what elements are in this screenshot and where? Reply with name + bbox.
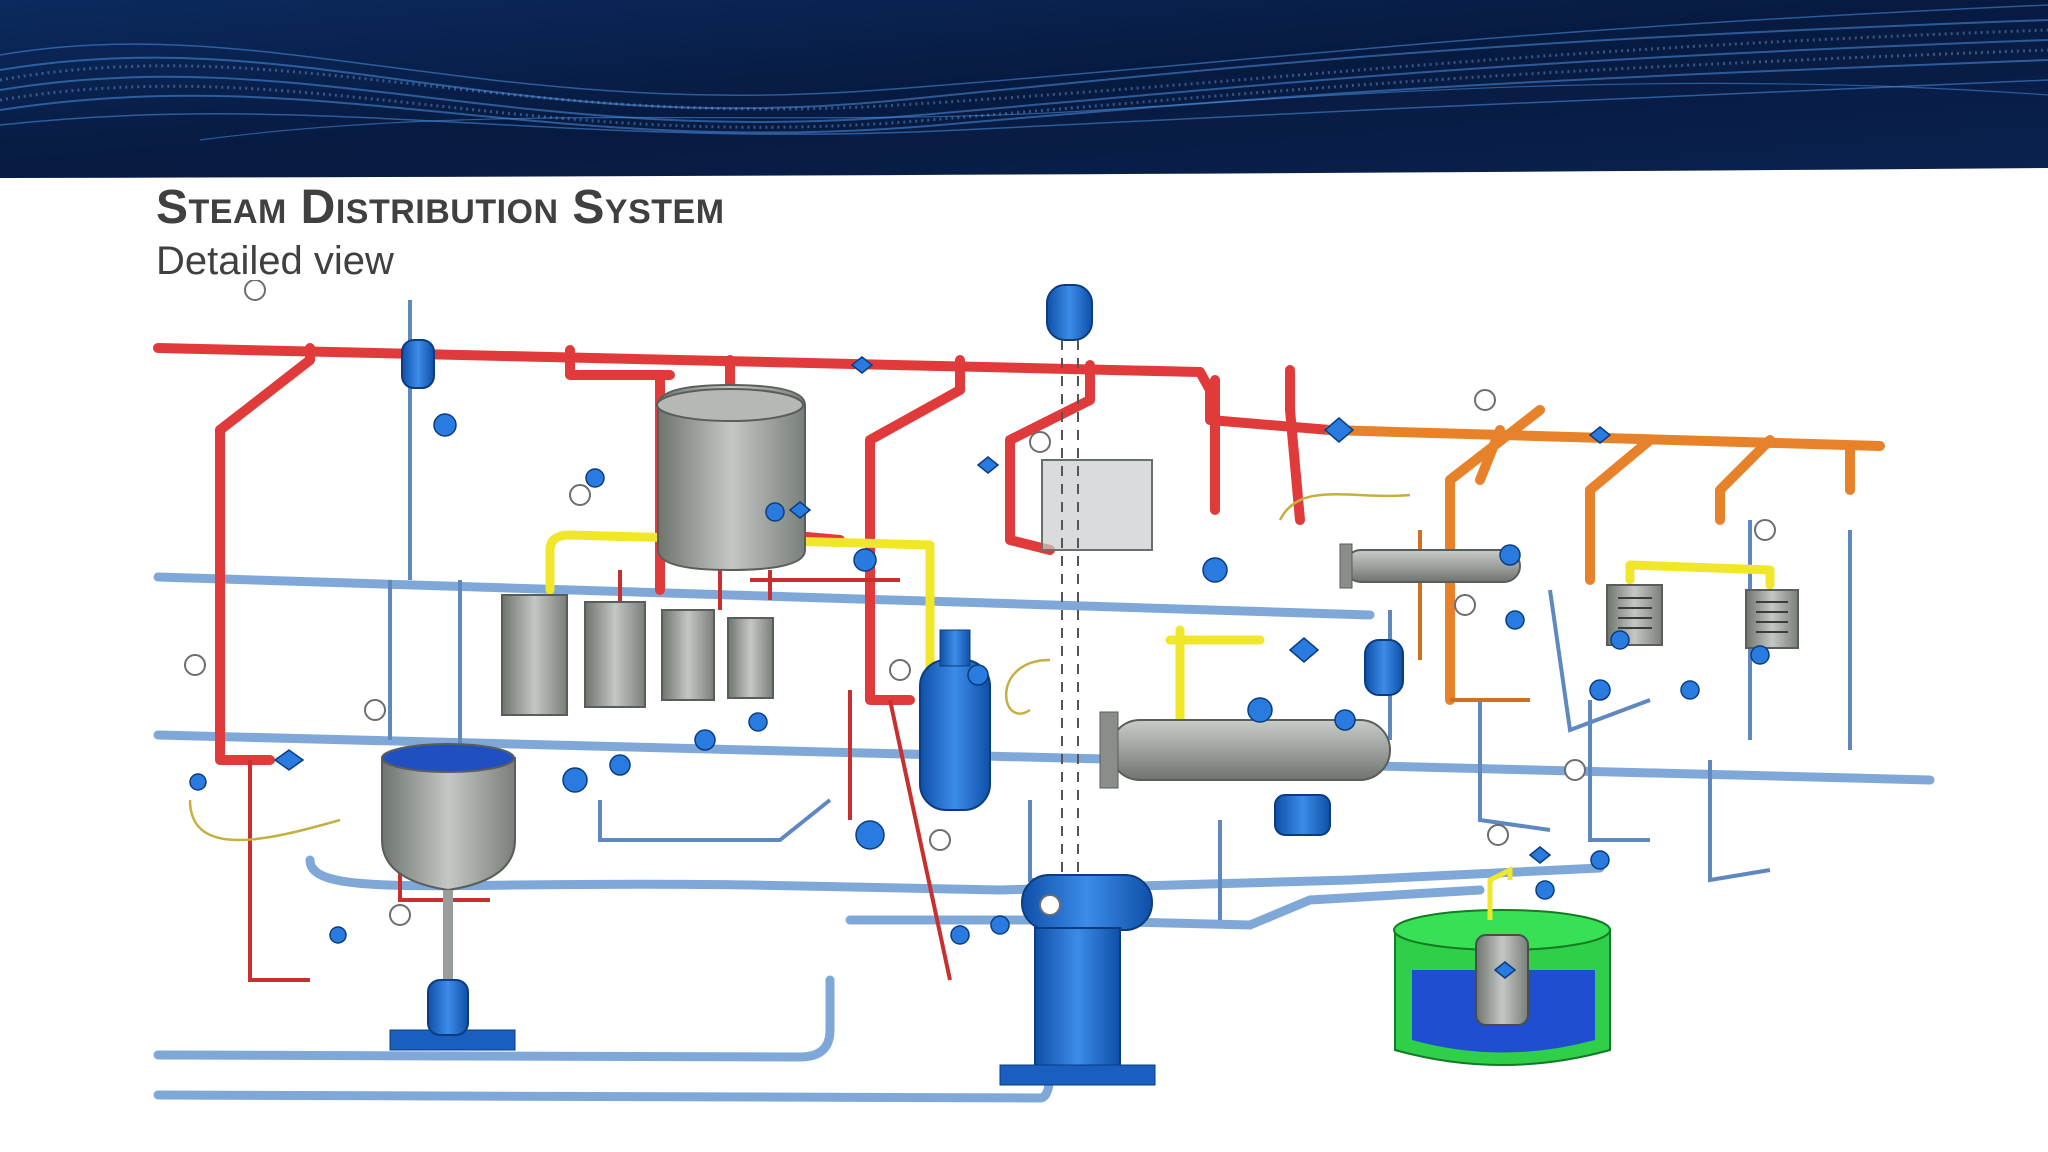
control-valve-icon	[273, 356, 1612, 979]
slide-title: Steam Distribution System	[156, 181, 725, 234]
piping-illustration	[153, 280, 1935, 1103]
steam-trap-icon	[189, 413, 1770, 945]
condensate-pit	[1393, 865, 1611, 1066]
title-block: Steam Distribution System Detailed view	[156, 180, 725, 286]
banner-wave-graphic	[0, 0, 2048, 178]
flash-steam-line	[545, 530, 935, 645]
blue-equipment	[389, 284, 1404, 1086]
condensate-header-upper	[153, 572, 1375, 620]
slide-subtitle: Detailed view	[156, 239, 394, 283]
header-banner	[0, 0, 2048, 180]
pressure-gauge-icon	[184, 280, 1776, 926]
steam-system-diagram	[150, 280, 1950, 1140]
condensate-header-lower	[153, 730, 1935, 785]
process-vessels	[381, 383, 1799, 1000]
